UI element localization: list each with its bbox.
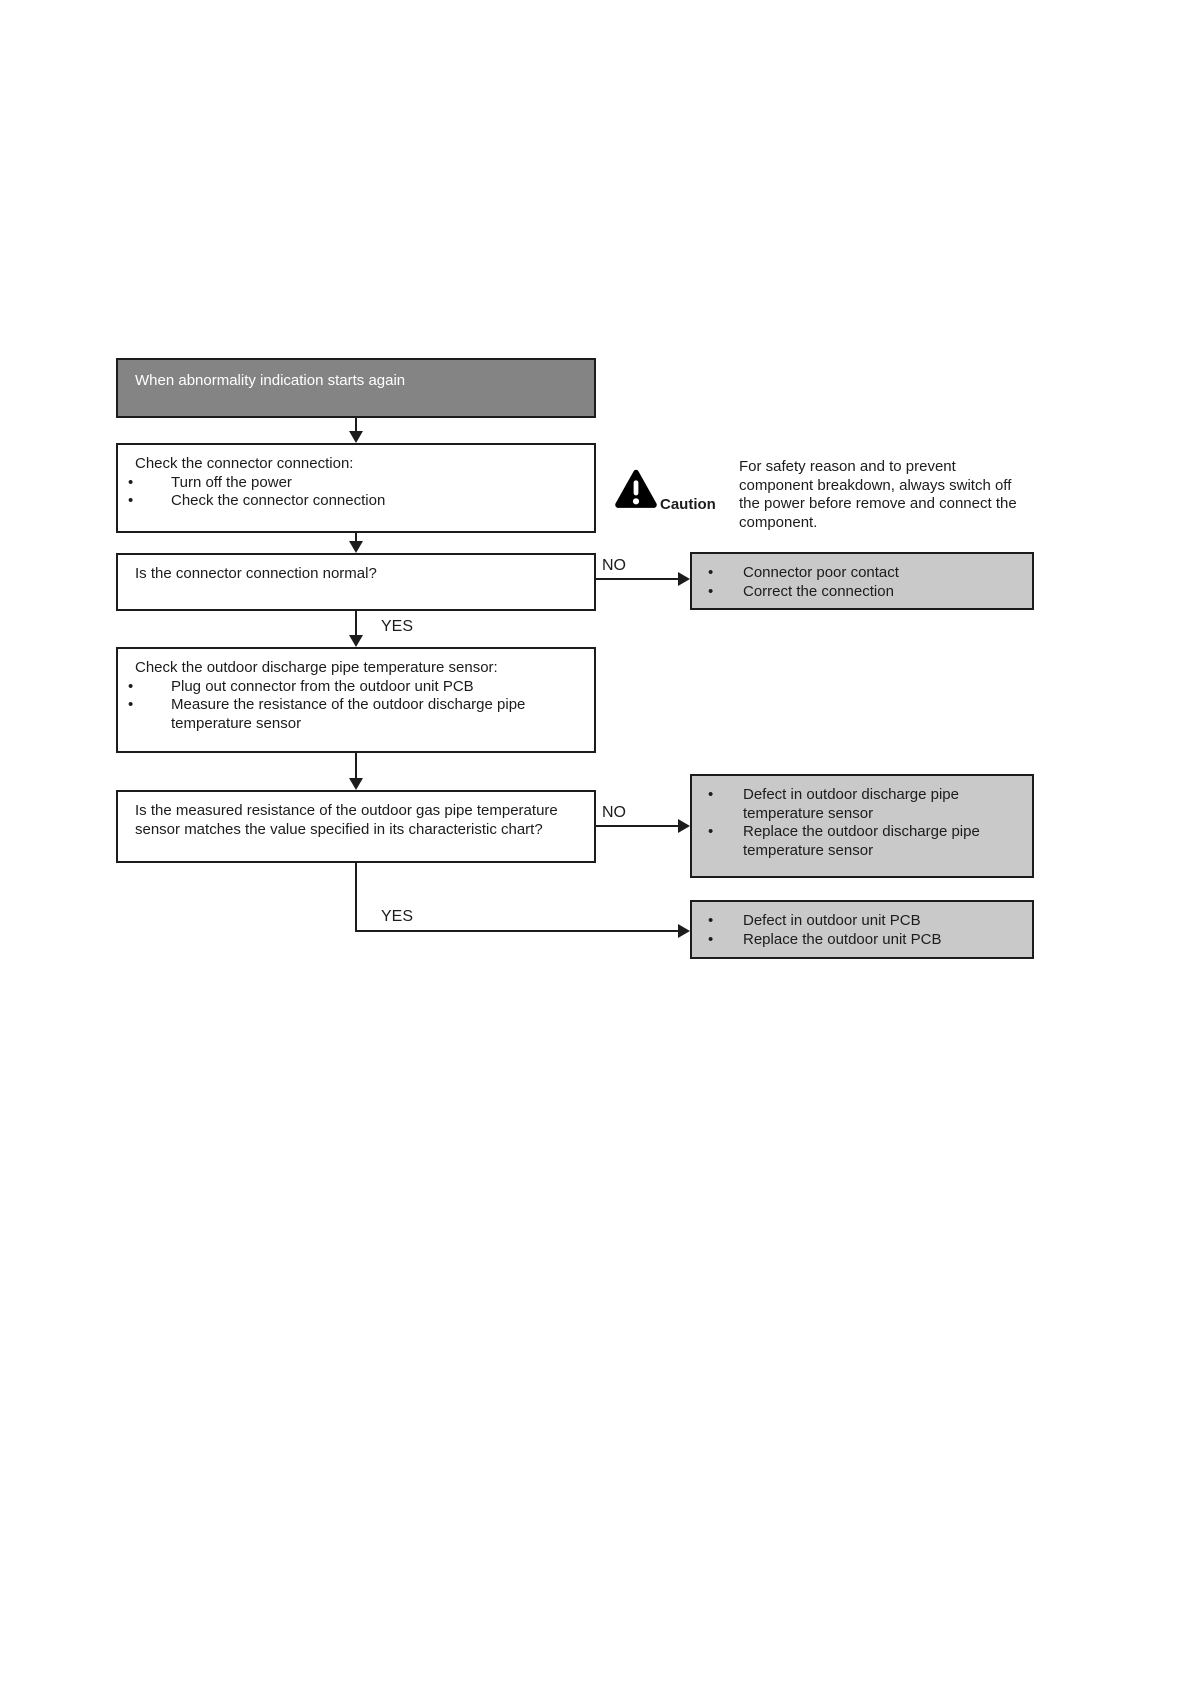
bullet-item: • Replace the outdoor discharge pipe tem…: [692, 823, 1032, 860]
yes-arrow-2-head: [678, 924, 690, 938]
flow-result-pcb-defect: • Defect in outdoor unit PCB • Replace t…: [690, 900, 1034, 959]
arrow-down-3-line: [355, 611, 357, 636]
bullet-dot: •: [708, 823, 714, 840]
caution-text: For safety reason and to prevent compone…: [739, 458, 1017, 531]
arrow-down-4-line: [355, 753, 357, 779]
step-title: Check the outdoor discharge pipe tempera…: [135, 659, 498, 676]
arrow-down-3-head: [349, 635, 363, 647]
bullet-item: • Defect in outdoor unit PCB: [692, 912, 1032, 931]
arrow-down-1-line: [355, 418, 357, 433]
yes-arrow-2-vline: [355, 863, 357, 932]
bullet-text: Connector poor contact: [743, 564, 899, 581]
flow-result-connector-contact: • Connector poor contact • Correct the c…: [690, 552, 1034, 610]
flow-start-label: When abnormality indication starts again: [135, 372, 406, 389]
flow-start-box: When abnormality indication starts again: [116, 358, 596, 418]
bullet-dot: •: [128, 473, 134, 491]
arrow-down-1-head: [349, 431, 363, 443]
yes-arrow-2-hline: [355, 930, 680, 932]
flow-step-check-sensor: Check the outdoor discharge pipe tempera…: [116, 647, 596, 753]
arrow-down-2-head: [349, 541, 363, 553]
question-text: Is the measured resistance of the outdoo…: [135, 802, 558, 838]
bullet-item: • Connector poor contact: [692, 564, 1032, 583]
yes-label-2: YES: [381, 908, 414, 925]
bullet-item: • Correct the connection: [692, 583, 1032, 602]
no-label-2: NO: [602, 804, 626, 821]
bullet-dot: •: [708, 912, 714, 929]
no-arrow-2-head: [678, 819, 690, 833]
bullet-dot: •: [128, 696, 134, 713]
bullet-dot: •: [708, 582, 714, 600]
arrow-down-2-line: [355, 533, 357, 542]
warning-triangle-icon: [614, 468, 658, 516]
bullet-text: Replace the outdoor discharge pipe tempe…: [743, 823, 980, 859]
bullet-dot: •: [708, 930, 714, 948]
no-arrow-2-line: [596, 825, 680, 827]
bullet-text: Defect in outdoor unit PCB: [743, 912, 921, 929]
bullet-dot: •: [708, 786, 714, 803]
yes-label-1: YES: [381, 618, 414, 635]
bullet-text: Measure the resistance of the outdoor di…: [171, 696, 526, 732]
no-arrow-1-head: [678, 572, 690, 586]
bullet-text: Correct the connection: [743, 582, 894, 600]
bullet-item: • Turn off the power: [118, 474, 594, 493]
bullet-text: Check the connector connection: [171, 492, 386, 509]
no-arrow-1-line: [596, 578, 680, 580]
flow-question-resistance-match: Is the measured resistance of the outdoo…: [116, 790, 596, 863]
no-label-1: NO: [602, 557, 626, 574]
bullet-text: Plug out connector from the outdoor unit…: [171, 677, 474, 695]
bullet-item: • Measure the resistance of the outdoor …: [118, 696, 594, 733]
caution-label: Caution: [660, 496, 716, 513]
bullet-text: Replace the outdoor unit PCB: [743, 930, 942, 948]
bullet-item: • Replace the outdoor unit PCB: [692, 931, 1032, 950]
flow-result-sensor-defect: • Defect in outdoor discharge pipe tempe…: [690, 774, 1034, 878]
flow-step-check-connector: Check the connector connection: • Turn o…: [116, 443, 596, 533]
bullet-text: Defect in outdoor discharge pipe tempera…: [743, 786, 959, 822]
question-text: Is the connector connection normal?: [135, 565, 377, 582]
bullet-item: • Plug out connector from the outdoor un…: [118, 678, 594, 697]
bullet-item: • Defect in outdoor discharge pipe tempe…: [692, 786, 1032, 823]
bullet-dot: •: [128, 492, 134, 509]
bullet-dot: •: [128, 677, 134, 695]
bullet-dot: •: [708, 564, 714, 581]
step-title: Check the connector connection:: [135, 455, 354, 472]
bullet-item: • Check the connector connection: [118, 492, 594, 511]
bullet-text: Turn off the power: [171, 473, 292, 491]
flow-question-connector-normal: Is the connector connection normal?: [116, 553, 596, 611]
arrow-down-4-head: [349, 778, 363, 790]
